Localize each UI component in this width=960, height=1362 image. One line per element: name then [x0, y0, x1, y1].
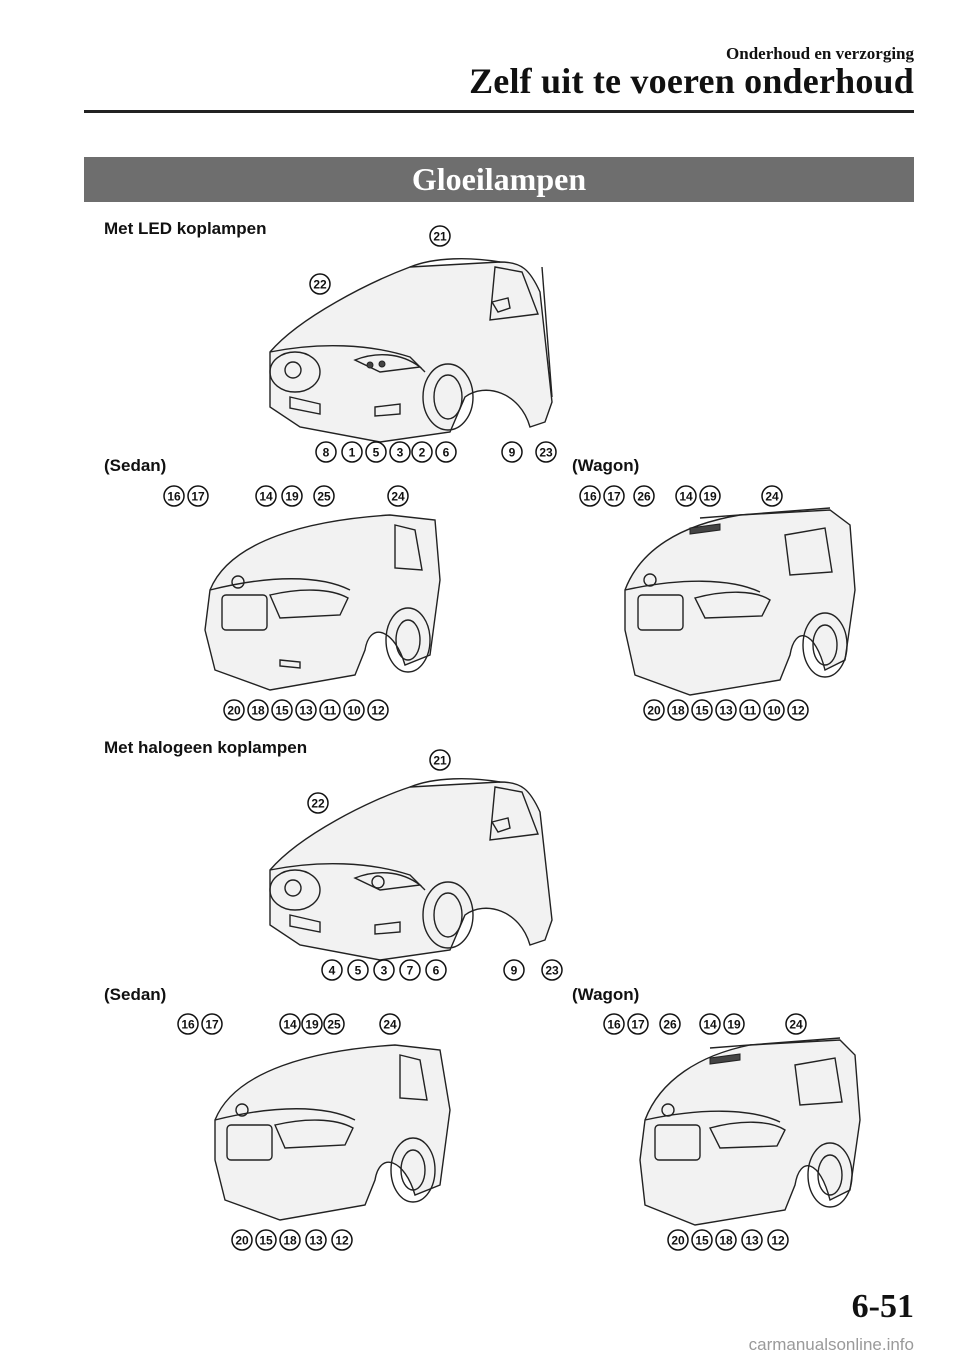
car-rear-sedan-illustration: [204, 514, 441, 691]
car-front-halogen-illustration: [269, 778, 553, 961]
car-rear-wagon-illustration: [624, 507, 856, 696]
page-number: 6-51: [851, 1288, 914, 1325]
label-halogen-headlamps: Met halogeen koplampen: [104, 738, 308, 757]
section-bar: Gloeilampen: [84, 157, 914, 202]
label-led-headlamps: Met LED koplampen: [104, 219, 267, 238]
watermark: carmanualsonline.info: [748, 1335, 914, 1354]
label-sedan-2: (Sedan): [104, 985, 167, 1004]
figure-halogen-rear-sedan: [170, 1010, 470, 1250]
callout-16: 16: [579, 485, 601, 507]
label-sedan-1: (Sedan): [104, 456, 167, 475]
car-rear-wagon-halogen-illustration: [639, 1037, 861, 1226]
figure-halogen-rear-wagon: [600, 1010, 880, 1250]
figure-led-rear-wagon: [600, 480, 880, 720]
header-subtitle: Onderhoud en verzorging: [726, 44, 914, 63]
label-wagon-1: (Wagon): [572, 456, 640, 475]
header-title: Zelf uit te voeren onderhoud: [469, 61, 914, 101]
label-wagon-2: (Wagon): [572, 985, 640, 1004]
car-front-illustration: [269, 258, 553, 443]
svg-text:16: 16: [583, 490, 597, 504]
section-title: Gloeilampen: [411, 161, 587, 197]
figure-led-rear-sedan: [160, 480, 450, 720]
figure-halogen-front: [260, 745, 570, 985]
header-rule: [84, 110, 914, 113]
figure-led-front: [260, 222, 570, 467]
car-rear-sedan-halogen-illustration: [214, 1044, 451, 1221]
